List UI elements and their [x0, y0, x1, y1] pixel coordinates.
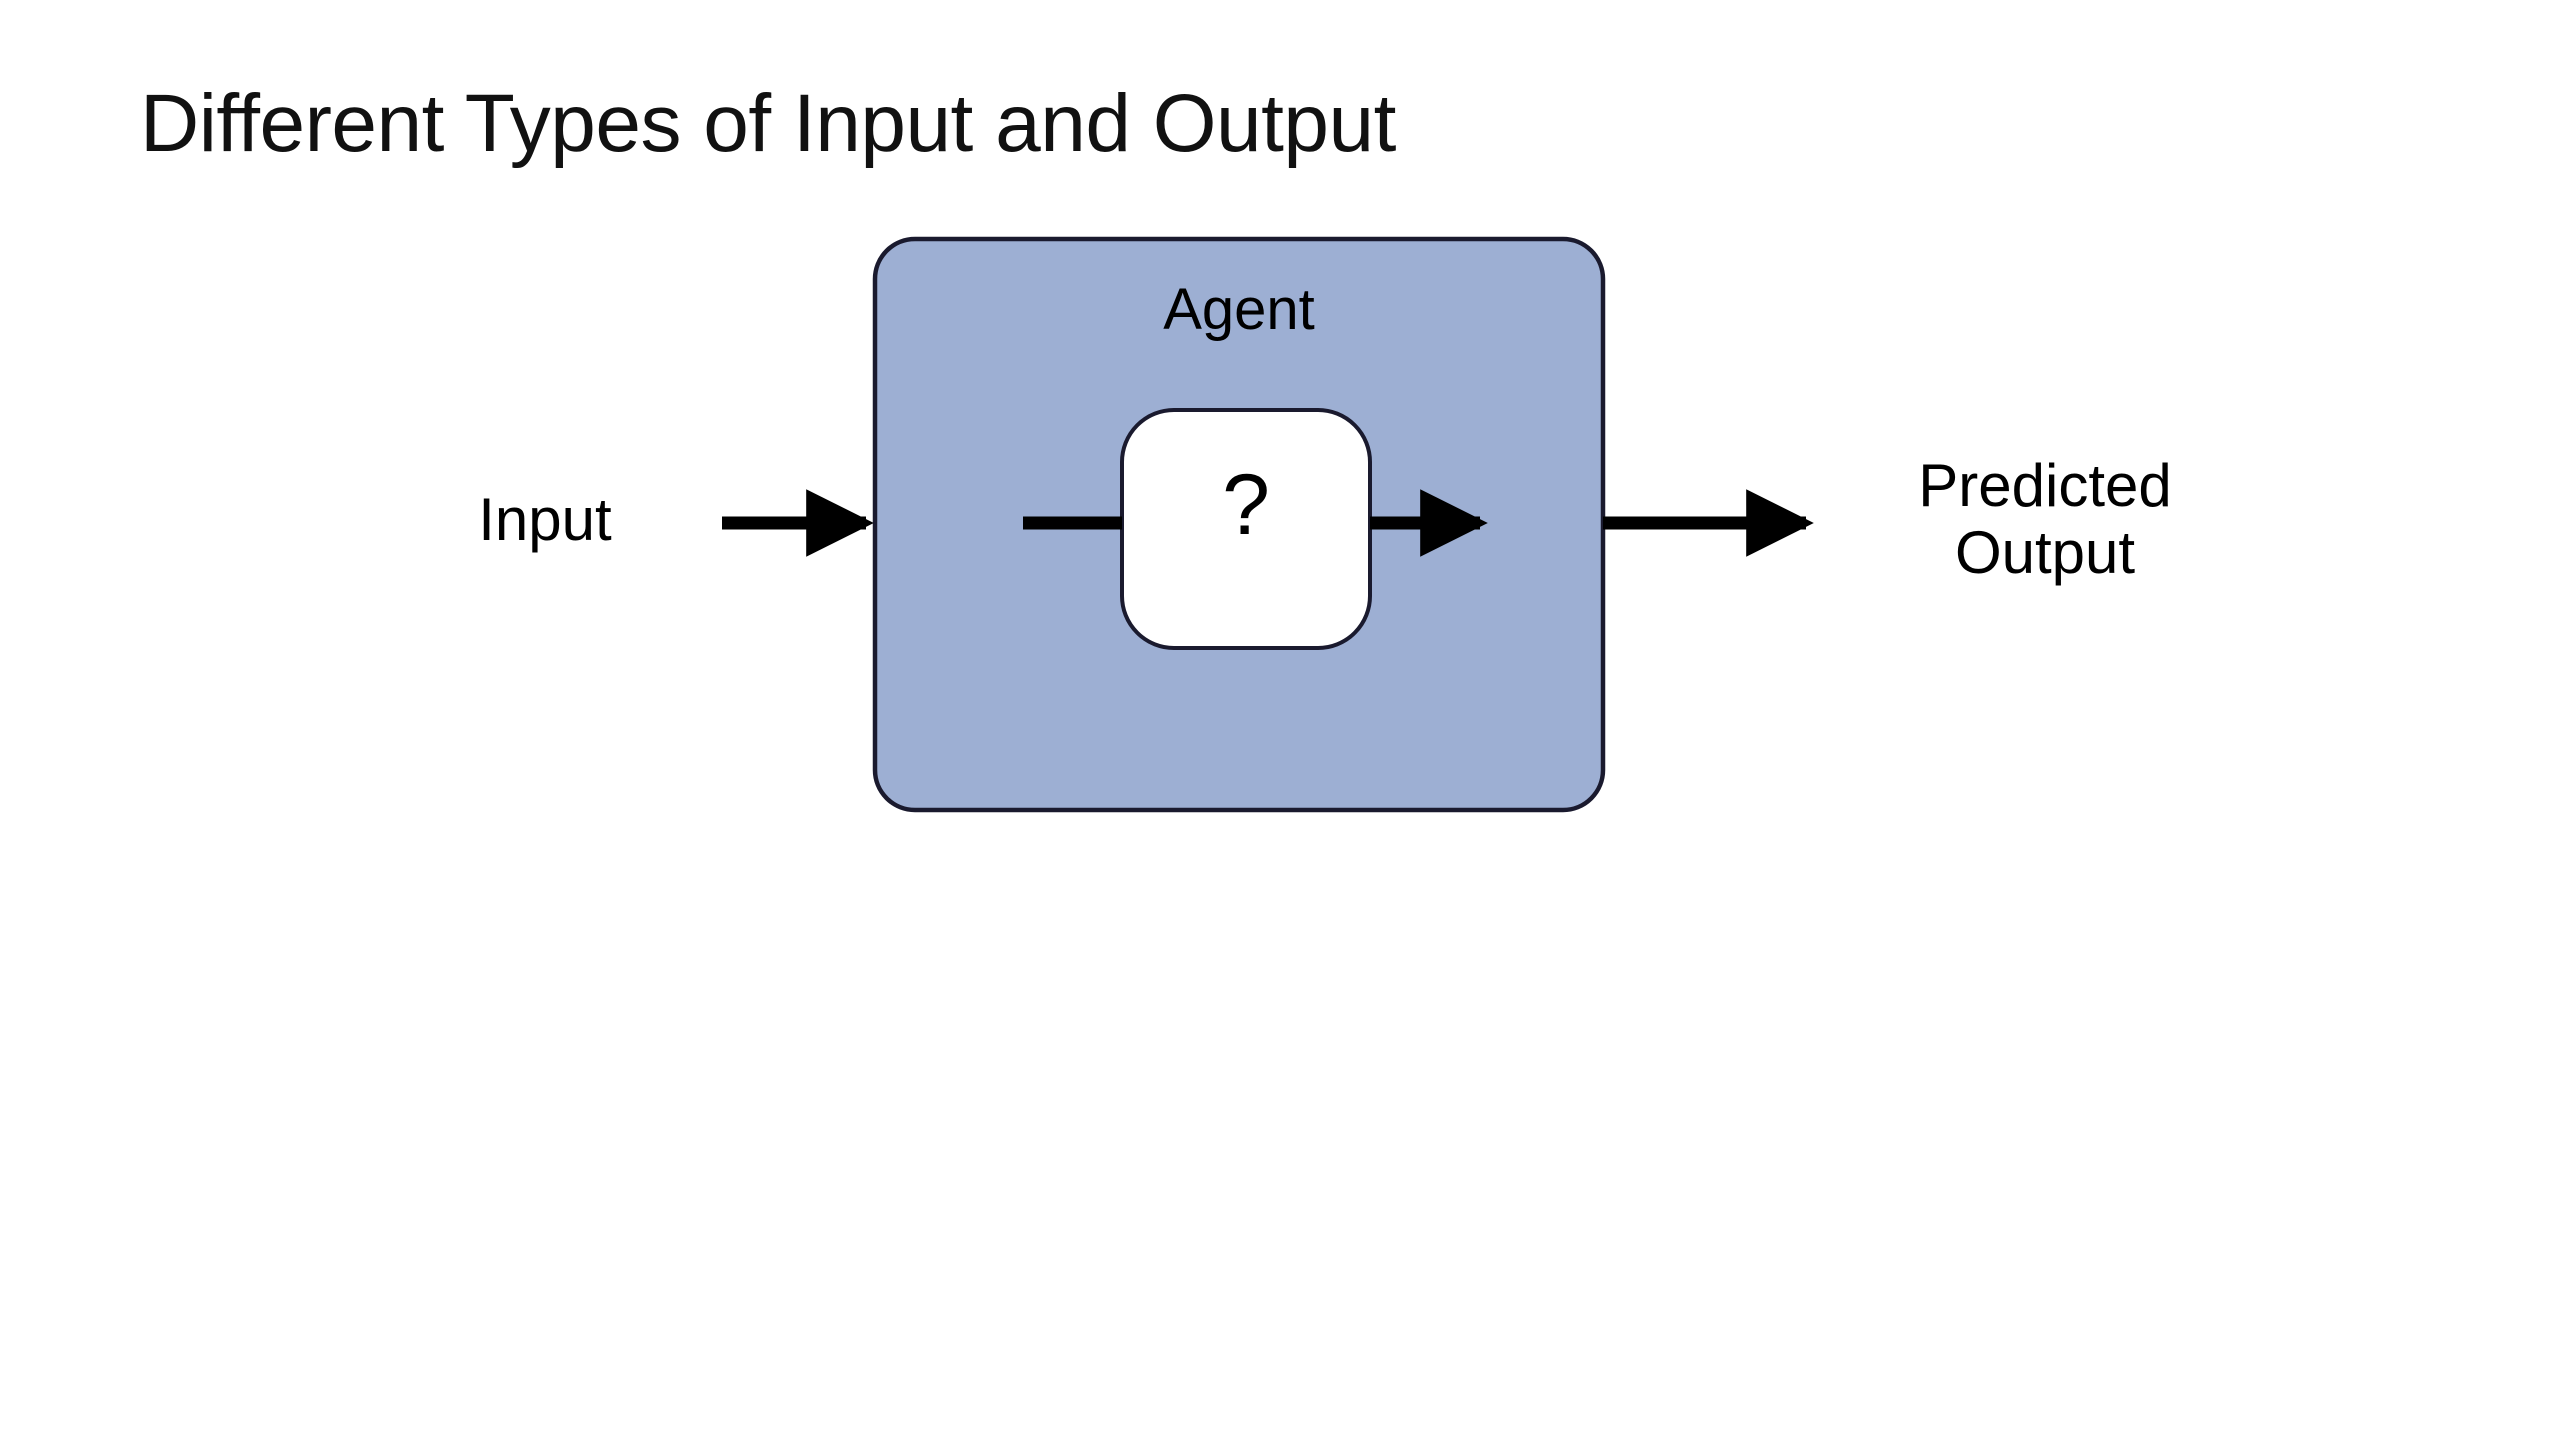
predicted-output-line-1: Predicted [1918, 452, 2172, 519]
page-title: Different Types of Input and Output [140, 78, 1396, 169]
predicted-output-line-2: Output [1954, 519, 2136, 587]
agent-box-label: Agent [1163, 277, 1315, 342]
predicted-output-label: Predicted Output [1830, 452, 2260, 586]
input-label: Input [478, 486, 612, 553]
model-box-label: ? [1222, 457, 1270, 553]
